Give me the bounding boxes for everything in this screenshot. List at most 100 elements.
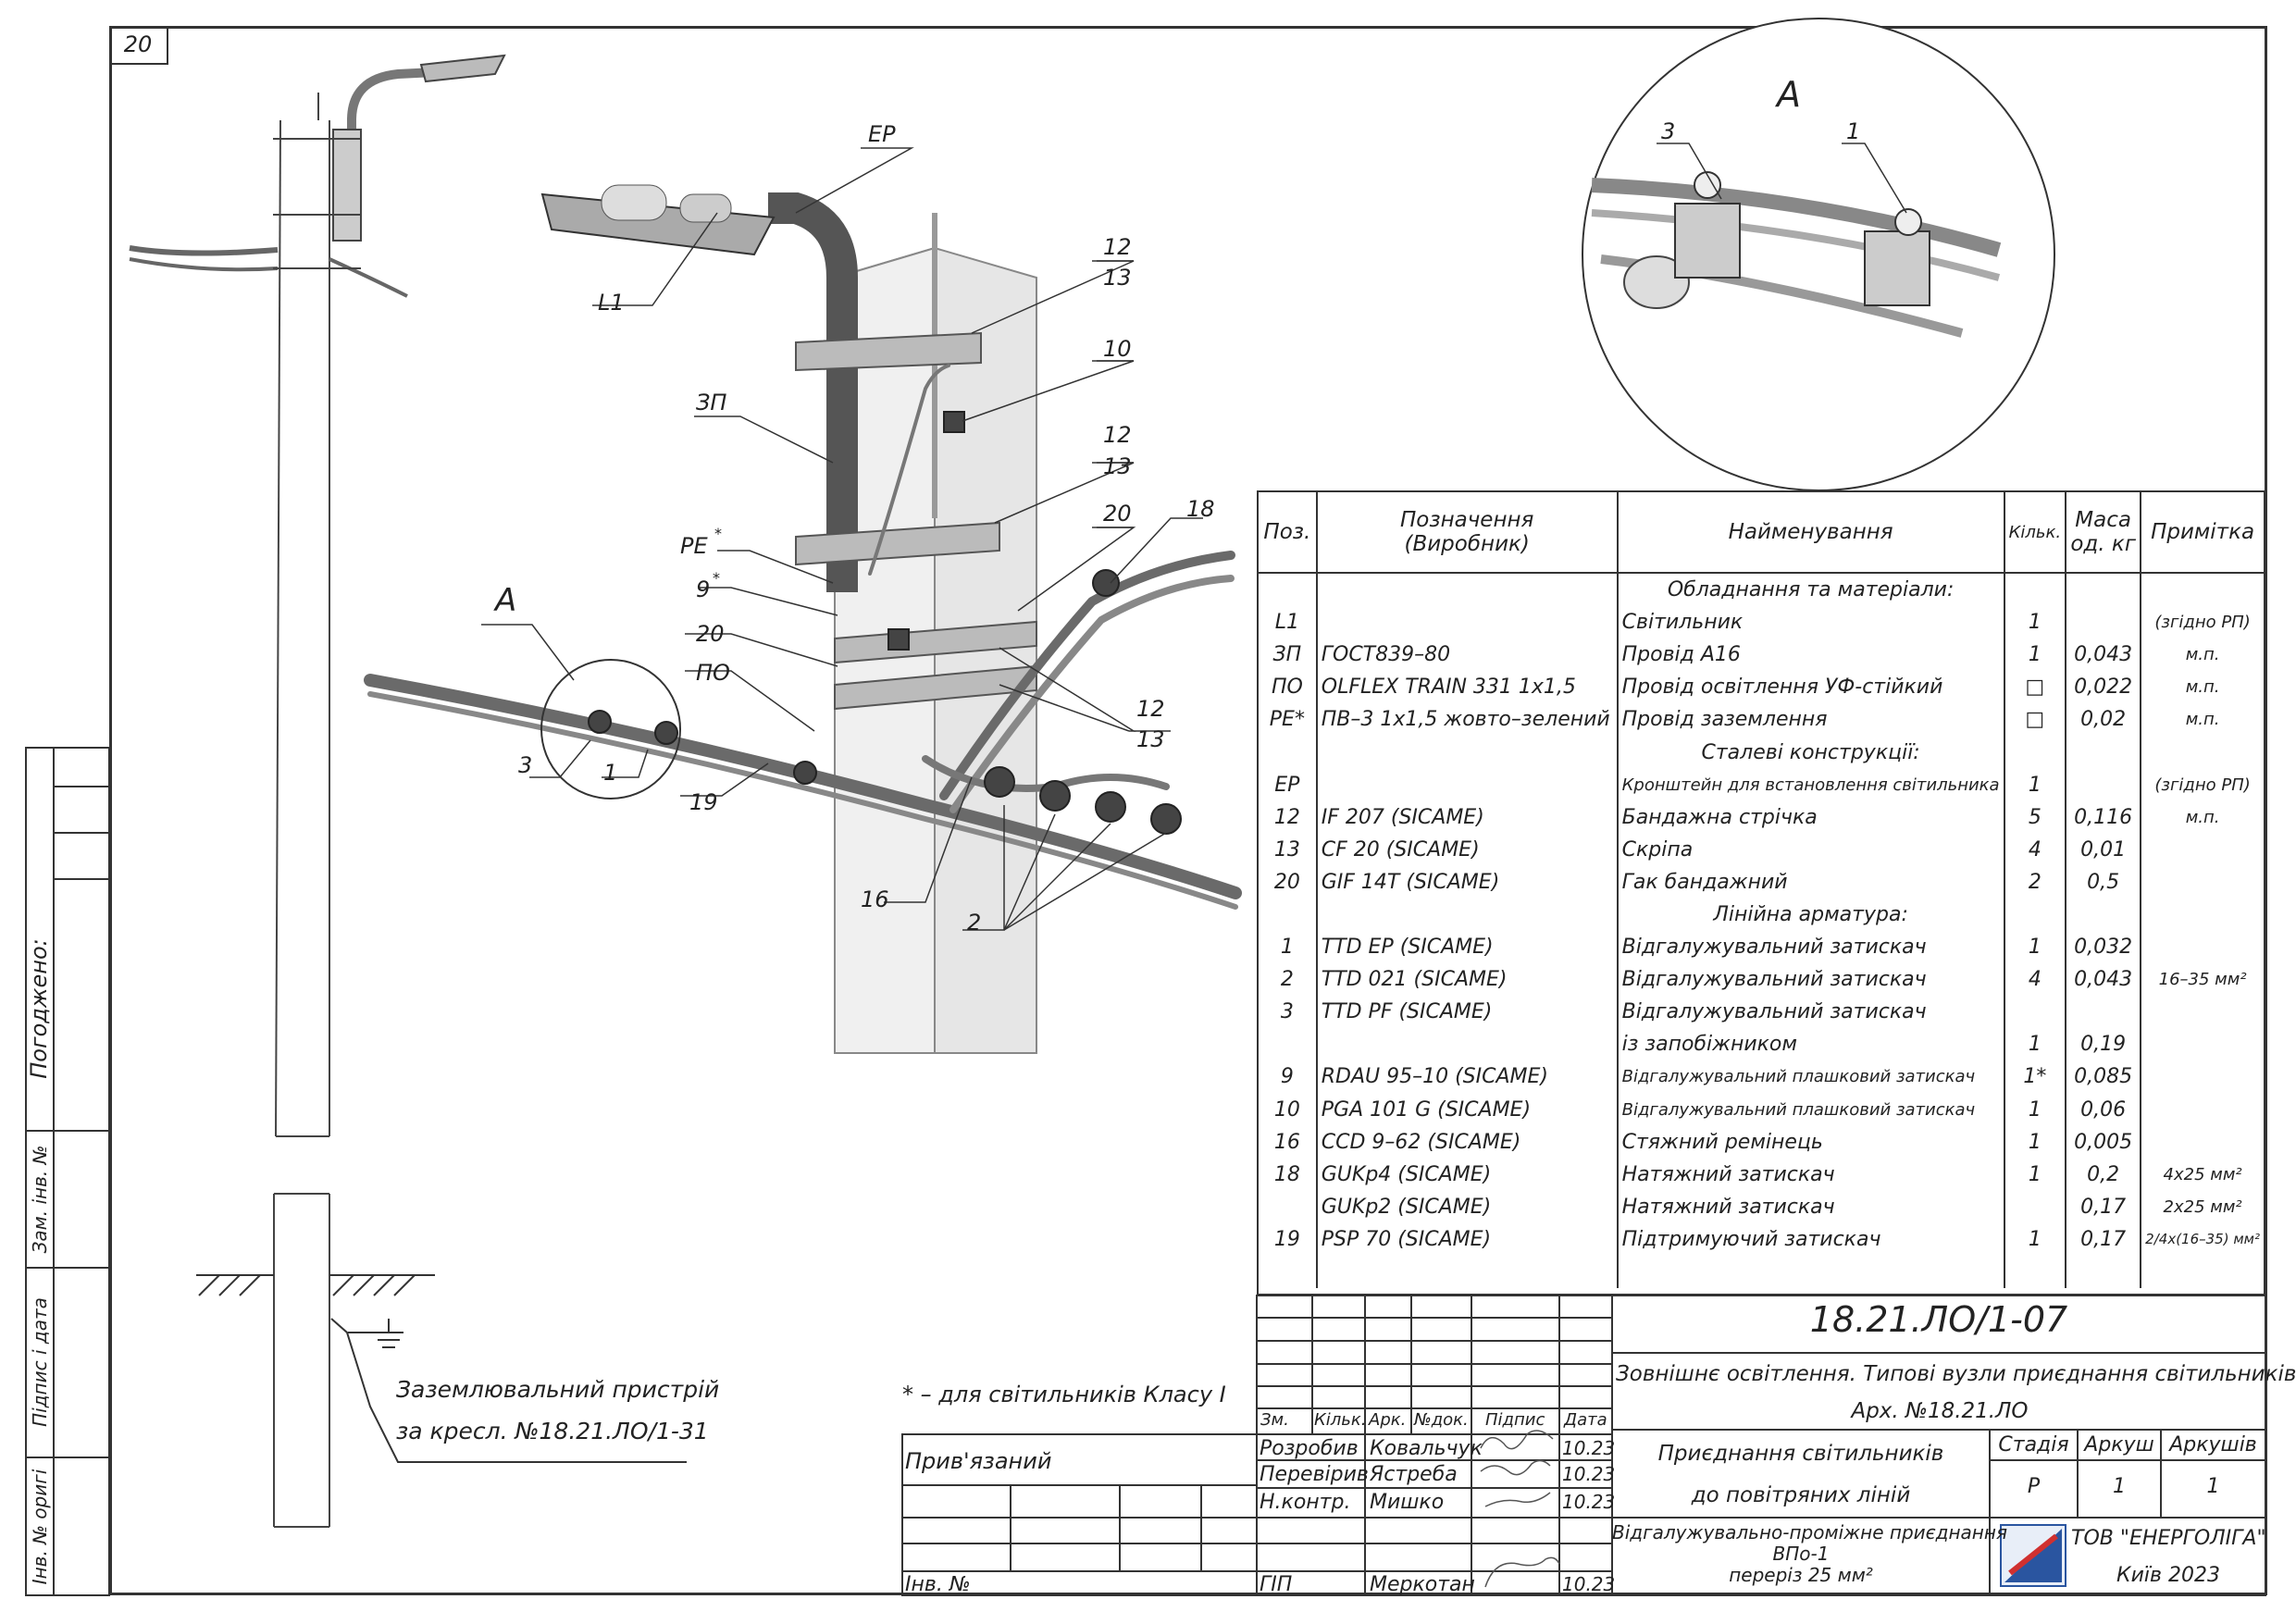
stage-label: Стадія	[1998, 1433, 2069, 1457]
spec-cell-pos: 16	[1257, 1125, 1318, 1159]
label-zp: ЗП	[696, 390, 726, 415]
spec-cell-note	[2140, 736, 2265, 769]
col-data: Дата	[1564, 1410, 1607, 1430]
spec-cell-mass: 0,02	[2065, 703, 2142, 737]
label-12c: 12	[1136, 696, 1165, 722]
spec-cell-designation: TTD 021 (SICAME)	[1315, 963, 1619, 997]
agreed-label: Погоджено:	[26, 938, 52, 1078]
ground-hatch	[196, 1274, 687, 1463]
sheets-value: 1	[2206, 1475, 2220, 1498]
spec-section-row: Лінійна арматура:	[1257, 898, 2265, 932]
spec-cell-mass: 0,032	[2065, 931, 2142, 964]
spec-cell-name: Стяжний ремінець	[1616, 1125, 2005, 1159]
spec-cell-note: 16–35 мм²	[2140, 963, 2265, 997]
spec-cell-note: м.п.	[2140, 638, 2265, 672]
spec-cell-mass: 0,043	[2065, 638, 2142, 672]
spec-cell-qty: 1	[2003, 1125, 2067, 1159]
date-norm-control: 10.23	[1562, 1491, 1616, 1513]
col-qty: Кільк.	[2003, 490, 2067, 574]
spec-cell-note: м.п.	[2140, 671, 2265, 704]
privyazanyi-label: Прив'язаний	[905, 1448, 1052, 1474]
spec-cell-name: Відгалужувальний затискач	[1616, 996, 2005, 1029]
label-13c: 13	[1136, 726, 1165, 752]
detail-a-view	[1582, 18, 2055, 491]
spec-cell-mass	[2065, 573, 2142, 607]
spec-cell-note: 2х25 мм²	[2140, 1190, 2265, 1223]
spec-cell-pos: L1	[1257, 606, 1318, 639]
spec-section-title: Сталеві конструкції:	[1616, 736, 2005, 769]
spec-cell-name: Натяжний затискач	[1616, 1158, 2005, 1191]
col-zm: Зм.	[1260, 1410, 1289, 1430]
spec-cell-qty: 1	[2003, 1093, 2067, 1126]
spec-cell-note: (згідно РП)	[2140, 606, 2265, 639]
spec-cell-name: Підтримуючий затискач	[1616, 1222, 2005, 1256]
spec-cell-mass	[2065, 736, 2142, 769]
spec-cell-qty: 1	[2003, 1028, 2067, 1061]
spec-cell-note	[2140, 1255, 2265, 1289]
spec-cell-note	[2140, 931, 2265, 964]
spec-cell-note	[2140, 833, 2265, 866]
spec-cell-qty: 2	[2003, 865, 2067, 899]
spec-cell-pos: 10	[1257, 1093, 1318, 1126]
label-3: 3	[518, 752, 532, 778]
drawing-code: 18.21.ЛО/1-07	[1809, 1299, 2068, 1340]
spec-cell-pos	[1257, 573, 1318, 607]
label-20a: 20	[696, 621, 725, 647]
spec-cell-pos: 2	[1257, 963, 1318, 997]
col-ark: Арк.	[1369, 1410, 1407, 1430]
spec-cell-name	[1616, 1255, 2005, 1289]
spec-cell-mass: 0,5	[2065, 865, 2142, 899]
col-ndok: №док.	[1414, 1410, 1469, 1430]
spec-cell-note: (згідно РП)	[2140, 768, 2265, 801]
spec-cell-qty: 1	[2003, 1158, 2067, 1191]
spec-cell-designation	[1315, 768, 1619, 801]
spec-cell-qty: 1	[2003, 1222, 2067, 1256]
spec-cell-mass: 0,005	[2065, 1125, 2142, 1159]
spec-section-row: Сталеві конструкції:	[1257, 736, 2265, 769]
spec-cell-mass: 0,022	[2065, 671, 2142, 704]
label-9: 9	[696, 576, 710, 602]
spec-cell-qty	[2003, 996, 2067, 1029]
spec-cell-qty	[2003, 736, 2067, 769]
project-title-2: Арх. №18.21.ЛО	[1851, 1399, 2029, 1423]
spec-cell-note	[2140, 1125, 2265, 1159]
sheet-number: 20	[109, 26, 168, 65]
spec-cell-qty: 1	[2003, 638, 2067, 672]
grounding-note-line2: за кресл. №18.21.ЛО/1-31	[396, 1418, 709, 1444]
branch-clamps	[588, 411, 1182, 835]
spec-section-row: Обладнання та матеріали:	[1257, 573, 2265, 607]
date-checked: 10.23	[1562, 1463, 1616, 1485]
label-1: 1	[603, 760, 617, 786]
spec-cell-pos	[1257, 1255, 1318, 1289]
spec-cell-qty: □	[2003, 671, 2067, 704]
label-underlines	[1092, 260, 1171, 732]
spec-cell-pos: ПО	[1257, 671, 1318, 704]
spec-section-title: Лінійна арматура:	[1616, 898, 2005, 932]
overhead-cables	[364, 364, 1242, 910]
spec-cell-designation	[1315, 1028, 1619, 1061]
spec-cell-name: Провід освітлення УФ-стійкий	[1616, 671, 2005, 704]
spec-cell-designation: TTD PF (SICAME)	[1315, 996, 1619, 1029]
label-18: 18	[1186, 496, 1215, 522]
spec-cell-mass	[2065, 768, 2142, 801]
spec-cell-qty: 1	[2003, 931, 2067, 964]
col-pos: Поз.	[1257, 490, 1318, 574]
role-developed: Розробив	[1260, 1437, 1359, 1460]
spec-cell-qty: 5	[2003, 800, 2067, 834]
label-12a: 12	[1103, 234, 1132, 260]
company-name: ТОВ "ЕНЕРГОЛІГА"	[2071, 1527, 2266, 1550]
label-pe: PE	[680, 533, 708, 559]
role-gip: ГІП	[1260, 1573, 1293, 1596]
spec-cell-mass	[2065, 996, 2142, 1029]
